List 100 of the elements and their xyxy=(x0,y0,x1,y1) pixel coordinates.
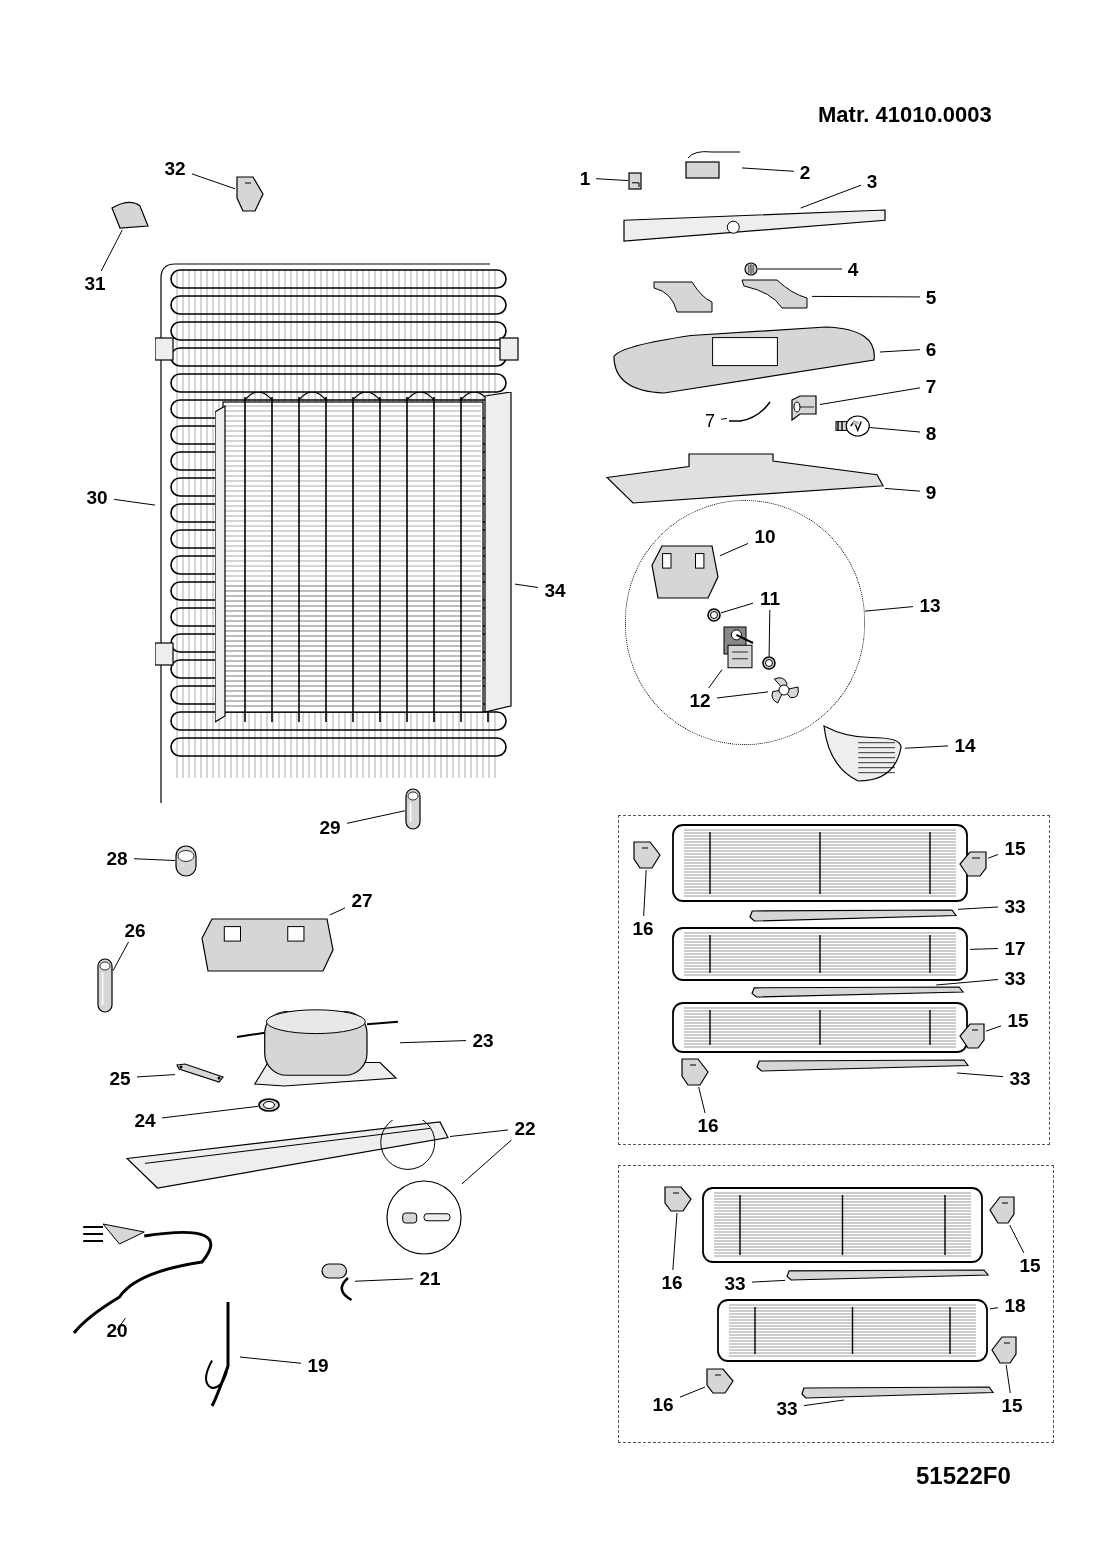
leader-line xyxy=(698,1086,706,1114)
leader-line xyxy=(672,1212,678,1271)
leader-line xyxy=(879,349,921,353)
clip-drawing xyxy=(235,175,265,213)
leader-line xyxy=(643,869,647,917)
drawing-code: 51522F0 xyxy=(916,1461,1011,1491)
callout-number: 29 xyxy=(315,816,345,838)
callout-number: 12 xyxy=(685,689,715,711)
bracket-drawing xyxy=(175,1063,225,1083)
fan-motor-drawing xyxy=(722,625,754,670)
shelf-support-drawing xyxy=(990,1335,1018,1365)
leader-line xyxy=(136,1074,176,1078)
callout-number: 2 xyxy=(796,161,814,183)
leader-line xyxy=(191,173,236,190)
leader-line xyxy=(595,178,629,182)
knob-drawing xyxy=(744,262,758,276)
leader-line xyxy=(100,229,123,272)
grommet-drawing xyxy=(258,1098,280,1112)
nut-drawing xyxy=(762,656,776,670)
callout-number: 15 xyxy=(1003,1009,1033,1031)
leader-line xyxy=(239,1356,302,1364)
capacitor-drawing xyxy=(320,1262,355,1302)
callout-number: 33 xyxy=(720,1272,750,1294)
callout-number: 5 xyxy=(922,286,940,308)
leader-line xyxy=(969,948,999,950)
model-number: Matr. 41010.0003 xyxy=(818,101,992,129)
leader-line xyxy=(708,669,723,689)
callout-number: 7 xyxy=(922,375,940,397)
lamp-cover-drawing xyxy=(605,450,885,505)
leader-line xyxy=(957,906,999,910)
leader-line xyxy=(354,1278,414,1282)
callout-number: 18 xyxy=(1000,1294,1030,1316)
leader-line xyxy=(819,387,921,405)
leader-line xyxy=(1009,1224,1025,1254)
leader-line xyxy=(803,1399,845,1407)
shelf-support-drawing xyxy=(663,1185,693,1213)
callout-number: 33 xyxy=(1000,895,1030,917)
callout-number: 6 xyxy=(922,338,940,360)
callout-number: 15 xyxy=(1000,837,1030,859)
bracket-drawing xyxy=(628,172,642,190)
leader-line xyxy=(113,498,156,506)
callout-number: 32 xyxy=(160,157,190,179)
leader-line xyxy=(989,1307,999,1310)
wire-shelf-drawing xyxy=(670,925,970,983)
callout-number: 15 xyxy=(1015,1254,1045,1276)
callout-number: 19 xyxy=(303,1354,333,1376)
leader-line xyxy=(884,487,921,492)
shelf-support-drawing xyxy=(705,1367,735,1395)
leader-line xyxy=(679,1386,706,1398)
tube-drawing xyxy=(97,958,113,1013)
end-cap-drawing xyxy=(110,200,150,230)
callout-number: 31 xyxy=(80,272,110,294)
callout-number: 16 xyxy=(657,1271,687,1293)
leader-line xyxy=(751,1279,786,1283)
switch-drawing xyxy=(682,150,742,182)
leader-line xyxy=(346,810,406,824)
leader-line xyxy=(461,1139,512,1185)
fan-blade-drawing xyxy=(768,675,800,705)
leader-line xyxy=(757,268,843,270)
callout-number: 22 xyxy=(510,1117,540,1139)
callout-number: 33 xyxy=(772,1397,802,1419)
leader-line xyxy=(985,1025,1002,1032)
callout-number: 23 xyxy=(468,1029,498,1051)
callout-number: 3 xyxy=(863,170,881,192)
callout-number: 26 xyxy=(120,919,150,941)
shelf-support-drawing xyxy=(958,1022,986,1050)
leader-line xyxy=(133,858,176,861)
callout-number: 24 xyxy=(130,1109,160,1131)
leader-line xyxy=(716,691,769,699)
callout-number: 28 xyxy=(102,847,132,869)
callout-number: 33 xyxy=(1005,1067,1035,1089)
lamp-holder-drawing xyxy=(790,392,820,422)
leader-line xyxy=(514,583,539,588)
callout-number: 27 xyxy=(347,889,377,911)
leader-line xyxy=(956,1072,1004,1078)
callout-number: 15 xyxy=(997,1394,1027,1416)
leader-line xyxy=(329,907,346,916)
leader-line xyxy=(719,542,749,557)
leader-line xyxy=(864,606,914,612)
fan-bracket-drawing xyxy=(650,542,720,600)
callout-number: 9 xyxy=(922,481,940,503)
shelf-support-drawing xyxy=(988,1195,1016,1225)
leader-line xyxy=(987,854,999,859)
sleeve-drawing xyxy=(175,845,197,877)
leader-line xyxy=(869,427,921,433)
callout-number: 16 xyxy=(628,917,658,939)
shelf-trim-drawing xyxy=(800,1385,995,1400)
callout-number: 21 xyxy=(415,1267,445,1289)
callout-number: 10 xyxy=(750,525,780,547)
cover-drawing xyxy=(200,915,335,973)
callout-number: 17 xyxy=(1000,937,1030,959)
leader-line xyxy=(768,609,771,657)
shelf-trim-drawing xyxy=(755,1058,970,1073)
callout-number: 13 xyxy=(915,594,945,616)
callout-number: 25 xyxy=(105,1067,135,1089)
shelf-support-drawing xyxy=(680,1057,710,1087)
leader-line xyxy=(1005,1364,1011,1394)
leader-line xyxy=(741,167,795,172)
callout-number: 16 xyxy=(693,1114,723,1136)
control-panel-drawing xyxy=(622,208,887,243)
